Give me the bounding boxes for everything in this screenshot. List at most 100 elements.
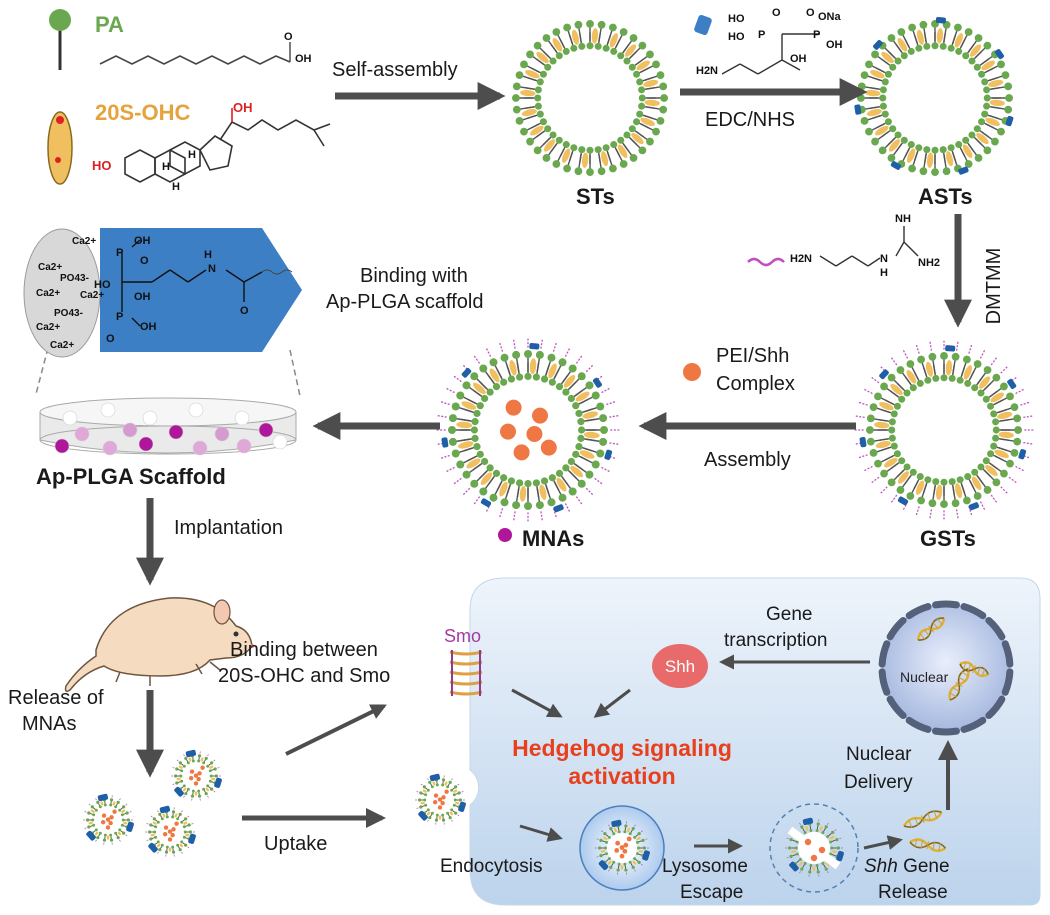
ohc-h1: H (162, 161, 170, 173)
scaffold-pores (54, 402, 288, 456)
smo-binding-arrow (285, 704, 387, 756)
ohc-legend: 20S-OHC OH HO H H H (47, 100, 331, 193)
shh-gene-italic: Shh (864, 856, 898, 877)
endocytosis-label: Endocytosis (440, 856, 542, 877)
self-assembly-label: Self-assembly (332, 59, 458, 81)
alendronate-icon (694, 14, 712, 36)
entering-mna (414, 773, 466, 826)
zoom-oh3: OH (134, 291, 151, 303)
ohc-structure (124, 108, 331, 183)
gsts-label: GSTs (920, 526, 976, 551)
pei-label-line1: PEI/Shh (716, 345, 789, 367)
smo-label: Smo (444, 626, 481, 646)
asts-label: ASTs (918, 184, 973, 209)
gene-transcription-line2: transcription (724, 630, 828, 651)
nuclear-delivery-line1: Nuclear (846, 744, 912, 765)
scaffold-label: Ap-PLGA Scaffold (36, 464, 226, 489)
aln-o1: O (772, 7, 781, 19)
zoom-p2: P (116, 311, 123, 323)
ca1: Ca2+ (72, 236, 96, 247)
agm-nh2: NH2 (918, 257, 940, 269)
ca4: Ca2+ (80, 290, 104, 301)
shh-gene-rest: Gene (898, 856, 950, 877)
endosome-mna (594, 819, 650, 876)
ca2: Ca2+ (38, 262, 62, 273)
nuclear-dna (916, 617, 989, 701)
zoom-p1: P (116, 247, 123, 259)
ohc-oh: OH (233, 100, 253, 115)
guanidine-icon (747, 257, 785, 267)
binding-label-line2: Ap-PLGA scaffold (326, 291, 484, 313)
hedgehog-label-line1: Hedgehog signaling (512, 735, 732, 761)
aln-ona: ONa (818, 11, 842, 23)
alendronate-zoom (100, 228, 302, 352)
liposome-mnas (435, 337, 621, 523)
pa-structure (99, 55, 291, 65)
smo-binding-line1: Binding between (230, 639, 378, 661)
pei-complex-icon (683, 363, 701, 381)
liposome-sts (512, 20, 668, 177)
lysosome-label-line2: Escape (680, 882, 743, 903)
zoom-o3: O (240, 305, 249, 317)
gene-transcription-line1: Gene (766, 604, 812, 625)
nucleus (878, 600, 1014, 736)
aln-o2: O (806, 7, 815, 19)
pa-o: O (284, 31, 293, 43)
aln-ho2: HO (728, 31, 745, 43)
gene-release-label: Release (878, 882, 948, 903)
edc-label: EDC/NHS (705, 109, 795, 131)
release-label-line2: MNAs (22, 713, 76, 735)
uptake-label: Uptake (264, 833, 327, 855)
aln-oh1: OH (826, 39, 843, 51)
ohc-h3: H (172, 181, 180, 193)
released-shh-gene (902, 810, 947, 852)
agm-h2n: H2N (790, 253, 812, 265)
zoom-inset: Ca2+ Ca2+ PO43- Ca2+ Ca2+ PO43- Ca2+ Ca2… (23, 228, 302, 397)
shh-label: Shh (665, 657, 695, 676)
zoom-h: H (204, 249, 212, 261)
lysosome-label-line1: Lysosome (662, 856, 748, 877)
sts-label: STs (576, 184, 615, 209)
smo-binding-line2: 20S-OHC and Smo (218, 665, 390, 687)
shh-protein (652, 644, 708, 688)
pa-label: PA (95, 12, 124, 37)
release-label-line1: Release of (8, 687, 104, 709)
pa-legend: PA O OH (49, 9, 312, 70)
ca6: Ca2+ (50, 340, 74, 351)
aln-h2n: H2N (696, 65, 718, 77)
nuclear-label: Nuclear (900, 669, 949, 685)
ohc-h2: H (188, 149, 196, 161)
zoom-oh2: OH (140, 321, 157, 333)
ohc-label: 20S-OHC (95, 100, 190, 125)
po4b: PO43- (54, 308, 83, 319)
agm-h: H (880, 267, 888, 279)
binding-label-line1: Binding with (360, 265, 468, 287)
shh-to-hedgehog-arrow (593, 688, 631, 718)
agmatine-structure: H2N N H NH NH2 (747, 213, 940, 279)
nuclear-delivery-line2: Delivery (844, 772, 913, 793)
zoom-ho: HO (94, 279, 111, 291)
rat-illustration (64, 597, 254, 693)
aln-oh2: OH (790, 53, 807, 65)
gene-release-arrow (863, 835, 903, 850)
liposome-asts (854, 16, 1014, 177)
zoom-oh1: OH (134, 235, 151, 247)
implantation-label: Implantation (174, 517, 283, 539)
zoom-o1: O (140, 255, 149, 267)
hedgehog-label-line2: activation (568, 763, 675, 789)
shh-gene-label: Shh Gene (864, 856, 950, 877)
pa-oh: OH (295, 53, 312, 65)
ohc-icon (47, 111, 73, 185)
agm-nh: NH (895, 213, 911, 225)
ohc-ho: HO (92, 158, 112, 173)
agm-n: N (880, 253, 888, 265)
smo-receptor: Smo (444, 626, 483, 696)
zoom-n: N (208, 263, 216, 275)
pei-label-line2: Complex (716, 373, 795, 395)
aln-p1: P (758, 29, 765, 41)
mnas-dot (498, 528, 512, 542)
scaffold-disc (39, 397, 297, 455)
aln-p2: P (813, 29, 820, 41)
dmtmm-label: DMTMM (983, 248, 1005, 325)
